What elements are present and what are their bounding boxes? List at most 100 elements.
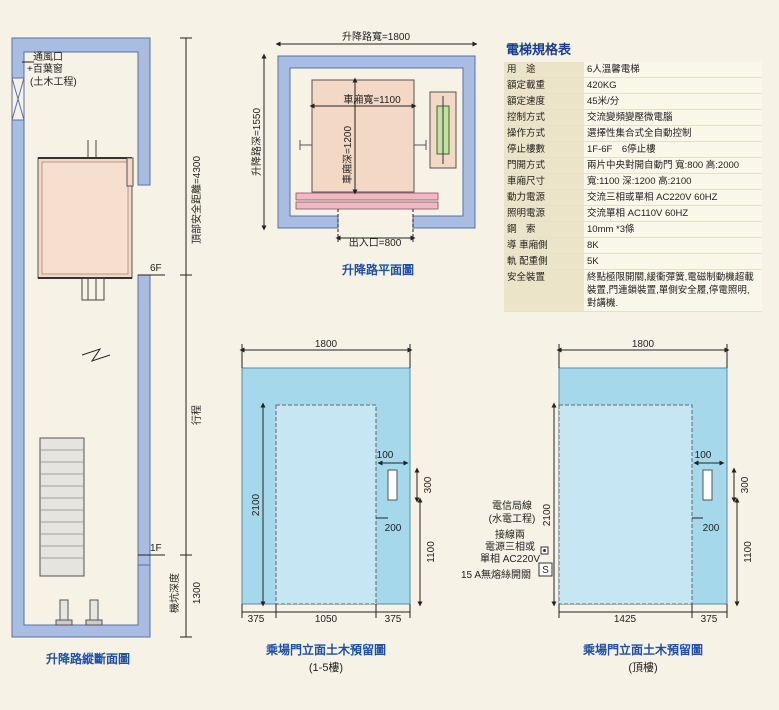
floor-6f-label: 6F xyxy=(150,263,162,274)
spec-row: 安全裝置終點極限開關,緩衝彈簧,電磁制動機超載裝置,門連鎖裝置,單側安全履,停電… xyxy=(504,269,762,312)
plan-hall-door xyxy=(295,201,439,210)
top-clearance-label: 頂部安全距離=4300 xyxy=(190,156,203,245)
vent-label-1: 通風口 xyxy=(33,51,63,63)
spec-label: 安全裝置 xyxy=(504,269,584,312)
e2-box-off-label: 200 xyxy=(703,523,720,534)
entrance-label: 出入口=800 xyxy=(349,236,402,249)
pit-depth-value: 1300 xyxy=(192,581,203,604)
shaft-front-wall xyxy=(137,274,151,566)
spec-label: 門開方式 xyxy=(504,157,584,174)
spec-row: 操作方式選擇性集合式全自動控制 xyxy=(504,125,762,142)
e1-center-label: 1050 xyxy=(315,614,338,625)
spec-row: 車廂尺寸寬:1100 深:1200 高:2100 xyxy=(504,173,762,190)
e2-box-bottom-label: 1100 xyxy=(743,541,754,563)
spec-value: 兩片中央對開自動門 寬:800 高:2000 xyxy=(584,157,762,174)
e2-box-w-label: 100 xyxy=(695,450,712,461)
e2-caption: 乘場門立面土木預留圖 xyxy=(582,642,703,657)
plan-view: 升降路寬=1800 升降路深=1550 車廂寬=1100 車廂深=1200 出入… xyxy=(250,30,478,277)
spec-title: 電梯規格表 xyxy=(506,42,572,57)
spec-value: 1F-6F 6停止樓 xyxy=(584,141,762,158)
buffer-base-left xyxy=(55,619,73,626)
note-phone-2: (水電工程) xyxy=(489,513,536,525)
e1-box-h-label: 300 xyxy=(423,476,434,493)
spec-label: 額定速度 xyxy=(504,93,584,110)
e1-left-label: 375 xyxy=(248,614,265,625)
spec-value: 終點極限開關,緩衝彈簧,電磁制動機超載裝置,門連鎖裝置,單側安全履,停電照明,對… xyxy=(584,269,762,312)
e2-caption-sub: (頂樓) xyxy=(628,660,657,674)
car-depth-label: 車廂深=1200 xyxy=(341,126,354,185)
e1-caption-sub: (1-5樓) xyxy=(309,660,343,674)
break-mark xyxy=(81,348,111,362)
e2-door-opening xyxy=(558,404,693,605)
buffer-base-right xyxy=(85,619,103,626)
spec-label: 操作方式 xyxy=(504,125,584,142)
elevation-top-floor: 1800 2100 1425 375 100 300 200 1100 S 電信… xyxy=(461,339,754,674)
spec-label: 車廂尺寸 xyxy=(504,173,584,190)
spec-value: 交流單相 AC110V 60HZ xyxy=(584,205,762,222)
section-view: 通風口 +百葉窗 (土木工程) 6F 1F xyxy=(11,37,203,666)
spec-value: 交流三相或單相 AC220V 60HZ xyxy=(584,189,762,206)
spec-label: 導 車廂側 xyxy=(504,237,584,254)
spec-label: 照明電源 xyxy=(504,205,584,222)
spec-row: 控制方式交流變頻變壓微電腦 xyxy=(504,109,762,126)
e1-height-label: 2100 xyxy=(251,493,262,516)
floor-1f-label: 1F xyxy=(150,543,162,554)
spec-value: 420KG xyxy=(584,77,762,94)
note-power-3: 單相 AC220V xyxy=(480,552,540,565)
spec-label: 鋼 索 xyxy=(504,221,584,238)
spec-value: 10mm *3條 xyxy=(584,221,762,238)
switch-symbol-box xyxy=(538,562,553,577)
plan-caption: 升降路平面圖 xyxy=(342,262,414,277)
e1-box-w-label: 100 xyxy=(377,450,394,461)
spec-label: 用 途 xyxy=(504,62,584,78)
note-phone-1: 電信局線 xyxy=(492,499,532,512)
spec-value: 交流變頻變壓微電腦 xyxy=(584,109,762,126)
spec-row: 門開方式兩片中央對開自動門 寬:800 高:2000 xyxy=(504,157,762,174)
e1-right-label: 375 xyxy=(385,614,402,625)
car-cabin xyxy=(41,161,129,275)
spec-value: 8K xyxy=(584,237,762,254)
spec-value: 6人溫馨電梯 xyxy=(584,62,762,78)
e2-right-label: 375 xyxy=(701,614,718,625)
section-caption: 升降路縱斷面圖 xyxy=(46,651,130,666)
car-width-label: 車廂寬=1100 xyxy=(343,93,401,106)
note-breaker: 15 A無熔絲開關 xyxy=(461,568,531,581)
e1-width-label: 1800 xyxy=(315,339,338,350)
spec-row: 照明電源交流單相 AC110V 60HZ xyxy=(504,205,762,222)
spec-label: 額定載重 xyxy=(504,77,584,94)
e2-hall-box xyxy=(702,469,713,501)
e2-height-label: 2100 xyxy=(542,503,553,526)
spec-value: 5K xyxy=(584,253,762,270)
note-power-1: 接線兩 xyxy=(495,528,525,541)
vent-cross-2 xyxy=(11,77,25,121)
plan-car-door xyxy=(295,192,439,201)
e1-box-bottom-label: 1100 xyxy=(426,541,437,563)
e1-hall-box xyxy=(387,469,398,501)
spec-label: 軌 配重側 xyxy=(504,253,584,270)
car-door-operator xyxy=(126,157,134,187)
spec-value: 45米/分 xyxy=(584,93,762,110)
plan-shaft-wall xyxy=(277,55,476,229)
e1-box-off-label: 200 xyxy=(385,523,402,534)
shaft-wall-outline xyxy=(11,37,151,638)
plan-depth-label: 升降路深=1550 xyxy=(250,108,263,177)
e1-caption: 乘場門立面土木預留圖 xyxy=(265,642,386,657)
counterweight-hatching xyxy=(40,449,84,559)
spec-value: 寬:1100 深:1200 高:2100 xyxy=(584,173,762,190)
spec-label: 動力電源 xyxy=(504,189,584,206)
e2-box-h-label: 300 xyxy=(740,476,751,493)
e2-left-label: 1425 xyxy=(614,614,637,625)
plan-width-label: 升降路寬=1800 xyxy=(342,30,411,43)
e2-width-label: 1800 xyxy=(632,339,655,350)
plan-car xyxy=(311,79,415,193)
travel-label: 行程 xyxy=(190,405,203,425)
